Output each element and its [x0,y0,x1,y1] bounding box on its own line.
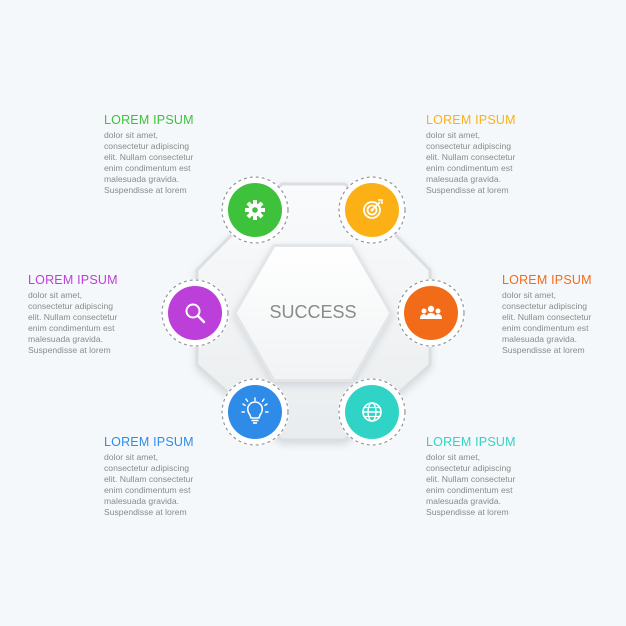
description-line: elit. Nullam consectetur [104,152,194,162]
description-line: malesuada gravida. [104,174,180,184]
node-dashed-ring [338,378,406,446]
description-line: consectetur adipiscing [28,301,114,311]
node-dashed-ring [338,176,406,244]
node-dashed-ring [221,378,289,446]
description-line: dolor sit amet, [28,290,82,300]
description-line: enim condimentum est [104,163,191,173]
description-line: consectetur adipiscing [426,141,512,151]
description-line: malesuada gravida. [426,496,502,506]
step-title: LOREM IPSUM [502,273,592,287]
description-line: dolor sit amet, [426,130,480,140]
description-line: enim condimentum est [502,323,589,333]
description-line: enim condimentum est [28,323,115,333]
description-line: malesuada gravida. [502,334,578,344]
step-node-3 [397,279,465,347]
step-text-block-2: LOREM IPSUM dolor sit amet,consectetur ad… [426,113,556,196]
description-line: malesuada gravida. [426,174,502,184]
center-hexagon [233,244,393,382]
gear-icon [245,200,265,220]
step-title: LOREM IPSUM [426,435,516,449]
description-line: dolor sit amet, [502,290,556,300]
step-node-1 [221,176,289,244]
description-line: dolor sit amet, [104,452,158,462]
description-line: Suspendisse at lorem [28,345,111,355]
step-text-block-4: LOREM IPSUM dolor sit amet,consectetur ad… [426,435,556,518]
node-dashed-ring [397,279,465,347]
description-line: enim condimentum est [426,485,513,495]
description-line: consectetur adipiscing [426,463,512,473]
step-title: LOREM IPSUM [104,435,194,449]
lightbulb-icon [241,397,269,424]
description-line: elit. Nullam consectetur [104,474,194,484]
node-dashed-ring [161,279,229,347]
node-circle [168,286,222,340]
description-line: Suspendisse at lorem [104,185,187,195]
step-text-block-3: LOREM IPSUM dolor sit amet,consectetur ad… [502,273,626,356]
description-line: elit. Nullam consectetur [426,474,516,484]
description-line: Suspendisse at lorem [426,185,509,195]
step-node-5 [221,378,289,446]
description-line: Suspendisse at lorem [502,345,585,355]
description-line: Suspendisse at lorem [104,507,187,517]
step-title: LOREM IPSUM [426,113,516,127]
step-node-2 [338,176,406,244]
description-line: elit. Nullam consectetur [502,312,592,322]
step-text-block-6: LOREM IPSUM dolor sit amet,consectetur ad… [28,273,158,356]
description-line: elit. Nullam consectetur [426,152,516,162]
description-line: malesuada gravida. [104,496,180,506]
description-line: dolor sit amet, [426,452,480,462]
globe-icon [362,402,382,422]
description-line: dolor sit amet, [104,130,158,140]
description-line: consectetur adipiscing [104,141,190,151]
description-line: enim condimentum est [426,163,513,173]
target-icon [363,199,383,219]
step-title: LOREM IPSUM [28,273,118,287]
center-label: SUCCESS [269,302,356,322]
step-nodes [161,176,465,446]
description-line: consectetur adipiscing [104,463,190,473]
description-line: enim condimentum est [104,485,191,495]
step-node-4 [338,378,406,446]
node-dashed-ring [221,176,289,244]
step-node-6 [161,279,229,347]
step-title: LOREM IPSUM [104,113,194,127]
node-circle [228,385,282,439]
description-line: elit. Nullam consectetur [28,312,118,322]
description-line: malesuada gravida. [28,334,104,344]
people-icon [420,305,442,319]
step-text-block-1: LOREM IPSUM dolor sit amet,consectetur ad… [104,113,234,196]
step-text-block-5: LOREM IPSUM dolor sit amet,consectetur ad… [104,435,234,518]
search-icon [185,303,206,324]
description-line: consectetur adipiscing [502,301,588,311]
description-line: Suspendisse at lorem [426,507,509,517]
